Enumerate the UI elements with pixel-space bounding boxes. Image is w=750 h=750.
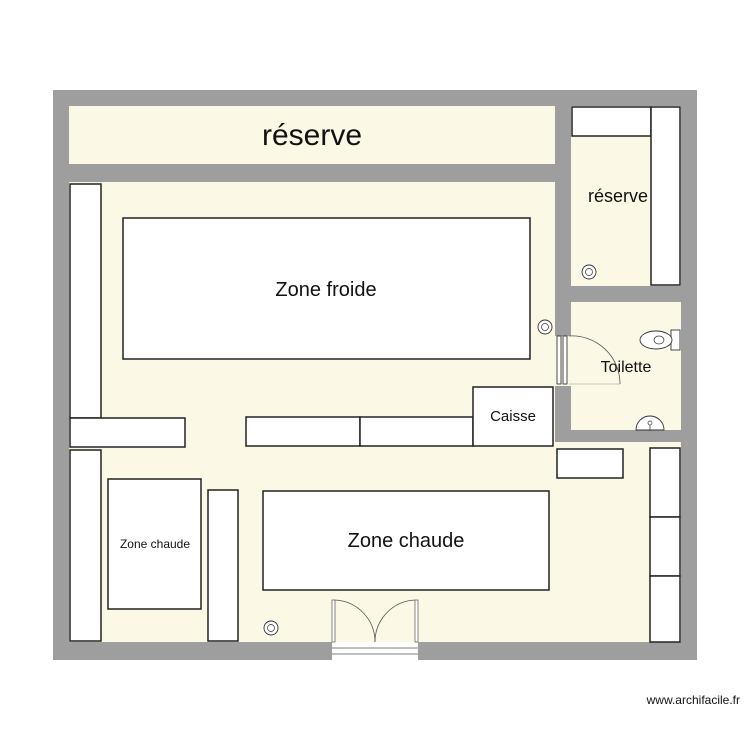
caisse-label: Caisse xyxy=(490,408,536,425)
toilet-door-leaf[interactable] xyxy=(556,335,562,385)
right-shelf-1[interactable] xyxy=(649,447,681,518)
toilet-bowl-icon xyxy=(639,329,681,351)
right-shelf-2[interactable] xyxy=(649,516,681,577)
counter-segment-1[interactable] xyxy=(245,416,361,447)
left-shelf-lower[interactable] xyxy=(69,449,102,642)
right-small-shelf[interactable] xyxy=(556,448,624,479)
reserve-top-label: réserve xyxy=(262,119,362,152)
left-shelf-horizontal[interactable] xyxy=(69,417,186,448)
zone-chaude-small-block[interactable] xyxy=(107,478,202,610)
zone-chaude-label: Zone chaude xyxy=(348,530,465,552)
toilet-door-frame xyxy=(562,335,568,385)
left-shelf-upper[interactable] xyxy=(69,183,102,419)
zone-chaude-block[interactable] xyxy=(262,490,550,591)
entrance-door-swing-right xyxy=(374,599,416,643)
zone-chaude-small-label: Zone chaude xyxy=(120,537,190,551)
sink-icon xyxy=(635,415,665,431)
zone-froide-label: Zone froide xyxy=(275,279,376,301)
reserve-right-label: réserve xyxy=(588,186,648,206)
outlet-icon xyxy=(537,319,553,335)
toilet-door-swing-arc xyxy=(568,335,621,385)
reserve-top-room[interactable] xyxy=(69,106,555,164)
entrance-door-leaf-left[interactable] xyxy=(331,599,336,643)
toilet-room[interactable] xyxy=(571,302,681,430)
right-shelf-3[interactable] xyxy=(649,575,681,643)
watermark-text: www.archifacile.fr xyxy=(646,693,740,707)
outlet-icon xyxy=(263,620,279,636)
entrance-door-opening[interactable] xyxy=(332,642,418,660)
zone-froide-block[interactable] xyxy=(122,217,531,360)
outlet-icon xyxy=(581,264,597,280)
middle-vertical-shelf[interactable] xyxy=(207,489,239,642)
entrance-door-swing-left xyxy=(334,599,376,643)
caisse-block[interactable] xyxy=(472,386,554,447)
toilette-label: Toilette xyxy=(601,359,652,376)
entrance-door-leaf-right[interactable] xyxy=(414,599,419,643)
reserve-shelf-vertical[interactable] xyxy=(650,106,681,286)
counter-segment-2[interactable] xyxy=(359,416,474,447)
reserve-shelf-top[interactable] xyxy=(571,106,652,137)
